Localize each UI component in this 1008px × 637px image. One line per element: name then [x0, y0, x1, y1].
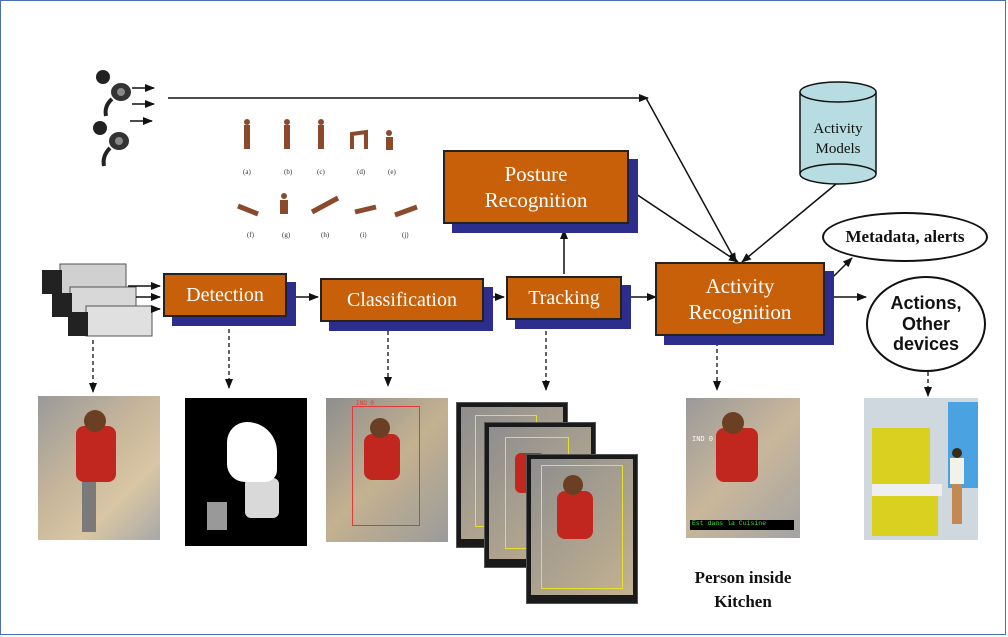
posture-letter: (a) — [243, 168, 251, 176]
posture-letter: (c) — [317, 168, 325, 176]
video-camera-icon — [42, 263, 153, 337]
posture-recognition-box: Posture Recognition — [443, 150, 629, 224]
box-label: Detection — [186, 283, 264, 306]
activity-models-database — [799, 81, 877, 185]
box-label: Activity — [705, 273, 775, 298]
detection-box: Detection — [163, 273, 287, 317]
posture-examples — [237, 119, 418, 218]
caption-line: Kitchen — [714, 591, 772, 611]
dashed-arrows — [89, 322, 932, 397]
activity-status-text: Est dans la Cuisine — [692, 520, 767, 527]
activity-frame-image: IND 0 Est dans la Cuisine — [686, 398, 800, 538]
actions-devices-ellipse: Actions, Other devices — [866, 276, 986, 372]
tracking-frame-image-3 — [526, 454, 638, 604]
posture-letter: (b) — [284, 168, 293, 176]
actions-label-line: Other — [901, 313, 950, 334]
pipeline-arrows — [128, 183, 867, 313]
posture-letter: (e) — [388, 168, 396, 176]
database-label-line: Activity — [813, 121, 863, 137]
metadata-alerts-label: Metadata, alerts — [845, 227, 965, 246]
posture-letter: (j) — [402, 231, 409, 239]
camera-frame-image — [38, 396, 160, 540]
tracking-box: Tracking — [506, 276, 622, 320]
classification-frame-image: IND 0 — [326, 398, 448, 542]
activity-caption: Person inside Kitchen — [676, 566, 810, 614]
activity-recognition-box: Activity Recognition — [655, 262, 825, 336]
box-label: Classification — [347, 288, 457, 311]
posture-letter: (i) — [360, 231, 367, 239]
posture-letter: (g) — [282, 231, 291, 239]
classification-box: Classification — [320, 278, 484, 322]
posture-letter: (f) — [247, 231, 255, 239]
actions-label-line: devices — [892, 334, 960, 355]
box-label: Posture — [504, 161, 568, 186]
database-label-line: Models — [815, 140, 861, 157]
camera-to-activity-arrow — [168, 94, 737, 263]
posture-letter: (d) — [357, 168, 366, 176]
actions-label-line: Actions, — [890, 292, 962, 313]
kitchen-render-image — [864, 398, 978, 540]
security-camera-icon — [93, 121, 129, 167]
box-label: Recognition — [688, 300, 792, 324]
metadata-alerts-ellipse: Metadata, alerts — [822, 212, 988, 262]
activity-overlay-label: IND 0 — [692, 436, 714, 444]
box-label: Recognition — [484, 188, 588, 212]
caption-line: Person inside — [694, 568, 792, 587]
detection-silhouette-image — [185, 398, 307, 546]
database-label: Activity Models — [800, 120, 876, 159]
security-camera-icon — [96, 70, 131, 117]
posture-letter: (h) — [321, 231, 330, 239]
box-label: Tracking — [528, 286, 600, 309]
camera-output-arrows — [130, 84, 155, 125]
classification-overlay-label: IND 0 — [356, 400, 375, 407]
posture-letters: (a) (b) (c) (d) (e) (f) (g) (h) (i) (j) — [243, 168, 409, 239]
